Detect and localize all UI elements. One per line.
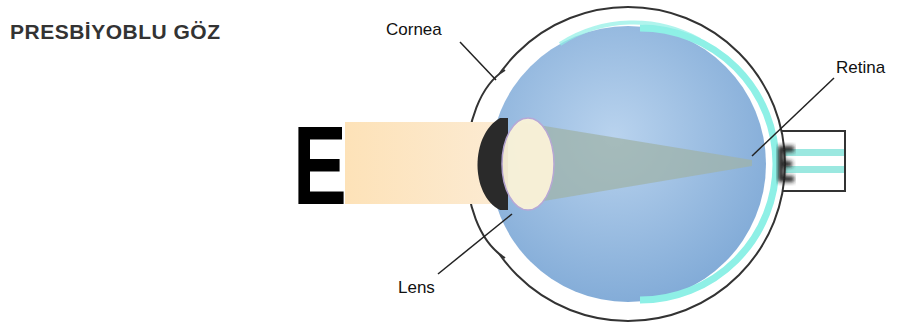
part-label: Lens xyxy=(398,278,435,298)
retina-layer xyxy=(560,23,700,44)
sclera xyxy=(471,7,785,321)
diagram-title: PRESBİYOBLU GÖZ xyxy=(10,20,221,44)
focus-cone xyxy=(520,122,752,205)
leader-line xyxy=(752,78,834,156)
eye-globe xyxy=(490,26,766,302)
test-letter: E xyxy=(293,110,347,222)
blurred-image xyxy=(778,146,794,182)
leader-line xyxy=(438,214,512,274)
leader-line xyxy=(460,42,496,80)
part-label: Cornea xyxy=(386,20,442,40)
lens xyxy=(502,118,554,210)
part-label: Retina xyxy=(836,58,885,78)
